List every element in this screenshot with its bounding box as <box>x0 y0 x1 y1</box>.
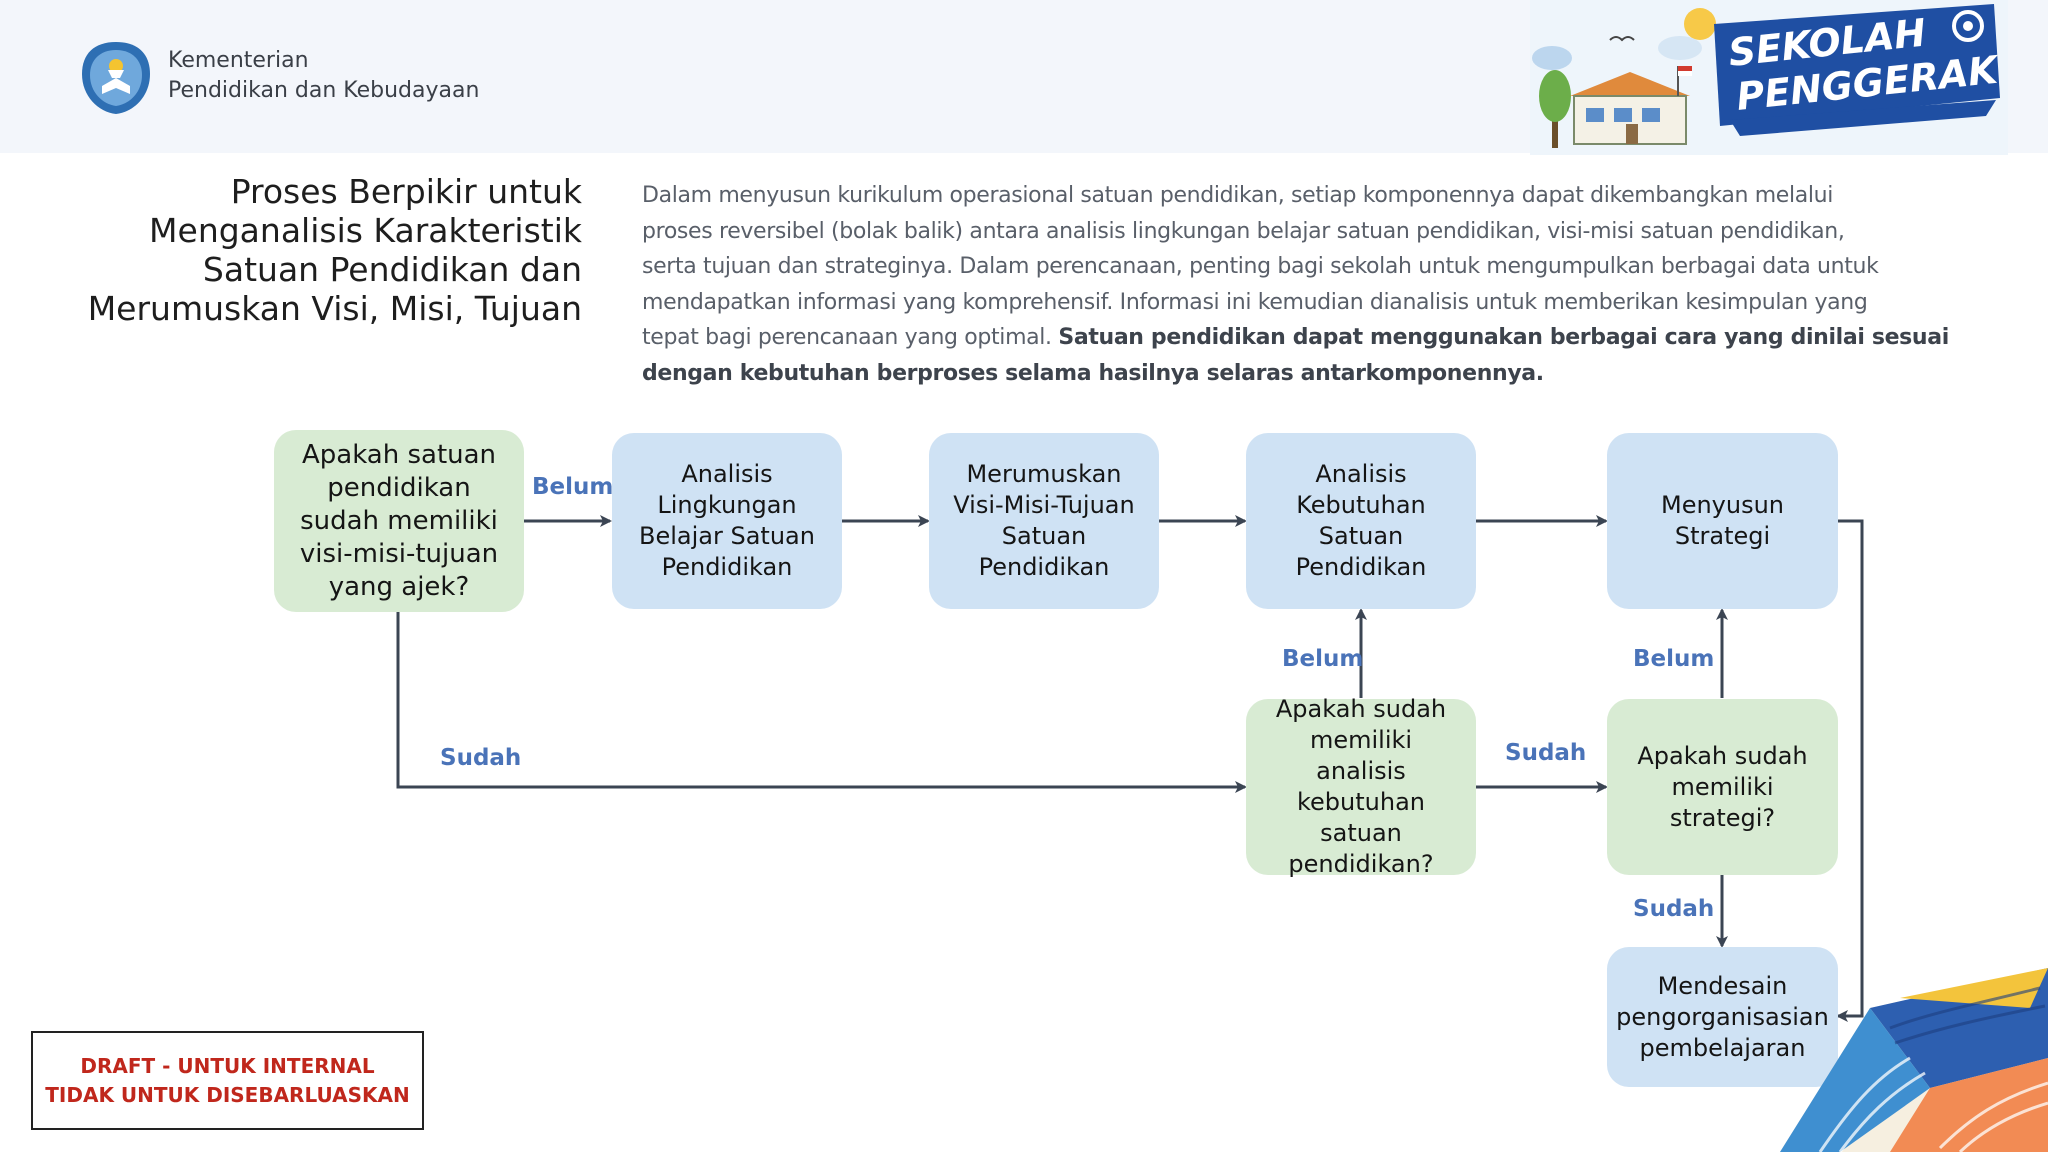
node-text: Kebutuhan <box>1296 491 1426 519</box>
node-text: Apakah sudah <box>1275 695 1447 723</box>
sun-icon <box>1684 8 1716 40</box>
node-text: memiliki <box>1309 726 1413 754</box>
description-emphasis: Satuan pendidikan dapat menggunakan berb… <box>1058 325 1949 350</box>
ministry-name-line1: Kementerian <box>168 48 309 73</box>
ministry-name-line2: Pendidikan dan Kebudayaan <box>168 78 480 103</box>
process-analisis-kebutuhan: Analisis Kebutuhan Satuan Pendidikan <box>1246 433 1476 609</box>
bird-icon <box>1609 36 1635 42</box>
title-line: Merumuskan Visi, Misi, Tujuan <box>87 289 582 328</box>
cloud-icon <box>1532 36 1702 70</box>
edge-label-sudah: Sudah <box>440 745 522 771</box>
edge-label-belum: Belum <box>1633 646 1715 672</box>
node-text: kebutuhan <box>1296 788 1425 816</box>
node-text: pendidikan? <box>1288 850 1434 878</box>
node-text: pendidikan <box>327 472 471 503</box>
brand-badge: SEKOLAH PENGGERAK <box>1714 4 2002 136</box>
page-title: Proses Berpikir untuk Menganalisis Karak… <box>80 172 582 328</box>
title-line: Satuan Pendidikan dan <box>202 250 582 289</box>
sekolah-penggerak-banner: SEKOLAH PENGGERAK <box>1530 0 2008 155</box>
process-mendesain-pembelajaran: Mendesain pengorganisasian pembelajaran <box>1607 947 1838 1087</box>
node-text: Lingkungan <box>657 491 797 519</box>
node-text: Apakah satuan <box>301 439 497 470</box>
node-text: Analisis <box>681 460 773 488</box>
node-text: Belajar Satuan <box>639 522 815 550</box>
description-line: tepat bagi perencanaan yang optimal. Sat… <box>642 320 1949 356</box>
node-text: Satuan <box>1318 522 1404 550</box>
node-text: Pendidikan <box>978 553 1110 581</box>
process-menyusun-strategi: Menyusun Strategi <box>1607 433 1838 609</box>
draft-notice-line2: TIDAK UNTUK DISEBARLUASKAN <box>45 1082 410 1107</box>
tree-icon <box>1539 70 1571 148</box>
edge-label-sudah: Sudah <box>1505 740 1587 766</box>
node-text: visi-misi-tujuan <box>299 538 499 569</box>
node-text: Mendesain <box>1657 971 1788 1000</box>
description-line: proses reversibel (bolak balik) antara a… <box>642 218 1845 244</box>
draft-notice-line1: DRAFT - UNTUK INTERNAL <box>80 1053 375 1078</box>
node-text: Apakah sudah <box>1637 741 1808 770</box>
arrow-q-visi-sudah-to-q-analisis <box>396 612 1247 793</box>
node-text: Pendidikan <box>1295 553 1427 581</box>
process-analisis-lingkungan: Analisis Lingkungan Belajar Satuan Pendi… <box>612 433 842 609</box>
node-text: Analisis <box>1315 460 1407 488</box>
school-building-icon <box>1570 66 1692 145</box>
description-line: Dalam menyusun kurikulum operasional sat… <box>642 183 1833 208</box>
decision-analisis-kebutuhan: Apakah sudah memiliki analisis kebutuhan… <box>1246 695 1476 878</box>
node-text: Strategi <box>1674 522 1771 550</box>
node-text: Visi-Misi-Tujuan <box>953 491 1135 519</box>
ministry-name: Kementerian Pendidikan dan Kebudayaan <box>168 46 479 106</box>
edge-label-belum: Belum <box>1282 646 1364 672</box>
title-line: Proses Berpikir untuk <box>230 172 582 211</box>
ministry-logo-icon <box>82 42 150 114</box>
node-text: sudah memiliki <box>300 505 498 536</box>
decision-visi-misi-tujuan: Apakah satuan pendidikan sudah memiliki … <box>274 430 524 612</box>
node-text: satuan <box>1320 819 1402 847</box>
description-emphasis-line: dengan kebutuhan berproses selama hasiln… <box>642 360 1544 386</box>
node-text: pembelajaran <box>1639 1033 1806 1062</box>
edge-label-belum: Belum <box>532 474 614 500</box>
node-text: yang ajek? <box>328 571 470 602</box>
description-text: tepat bagi perencanaan yang optimal. <box>642 325 1059 350</box>
node-text: memiliki <box>1671 772 1774 801</box>
node-text: Menyusun <box>1660 491 1785 519</box>
description-paragraph: Dalam menyusun kurikulum operasional sat… <box>642 178 1949 391</box>
node-text: pengorganisasian <box>1616 1002 1829 1031</box>
node-text: Satuan <box>1001 522 1087 550</box>
edge-label-sudah: Sudah <box>1633 896 1715 922</box>
description-line: mendapatkan informasi yang komprehensif.… <box>642 289 1868 315</box>
node-text: Pendidikan <box>661 553 793 581</box>
gear-icon <box>1952 10 1984 42</box>
node-text: Merumuskan <box>966 460 1122 488</box>
title-line: Menganalisis Karakteristik <box>149 211 582 250</box>
description-line: serta tujuan dan strateginya. Dalam pere… <box>642 254 1879 279</box>
process-merumuskan-vmt: Merumuskan Visi-Misi-Tujuan Satuan Pendi… <box>929 433 1159 609</box>
node-text: strategi? <box>1669 803 1776 832</box>
decision-strategi: Apakah sudah memiliki strategi? <box>1607 699 1838 875</box>
draft-notice: DRAFT - UNTUK INTERNAL TIDAK UNTUK DISEB… <box>31 1031 424 1130</box>
arrow-strategi-to-mendesain <box>1836 519 1864 1022</box>
decorative-corner-art <box>1780 968 2048 1152</box>
node-text: analisis <box>1316 757 1406 785</box>
